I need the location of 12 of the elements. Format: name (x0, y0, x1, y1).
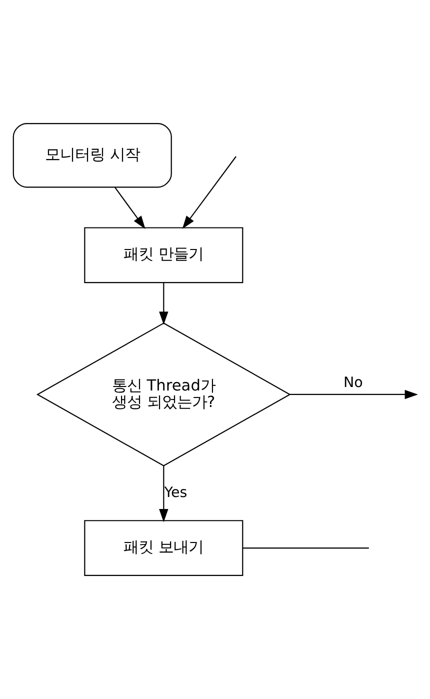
edge-label: No (342, 375, 362, 392)
node-box: 패킷 보내기 (84, 520, 243, 576)
node-box: 모니터링 시작 (12, 122, 172, 188)
arrow (290, 390, 418, 400)
arrow (158, 282, 168, 325)
edge-label: Yes (164, 484, 187, 501)
arrow (182, 156, 236, 229)
arrow (114, 187, 145, 229)
arrow (158, 466, 168, 522)
node-diamond: 통신 Thread가 생성 되었는가? (36, 322, 290, 466)
connector (242, 548, 368, 549)
node-box: 패킷 만들기 (84, 227, 243, 284)
